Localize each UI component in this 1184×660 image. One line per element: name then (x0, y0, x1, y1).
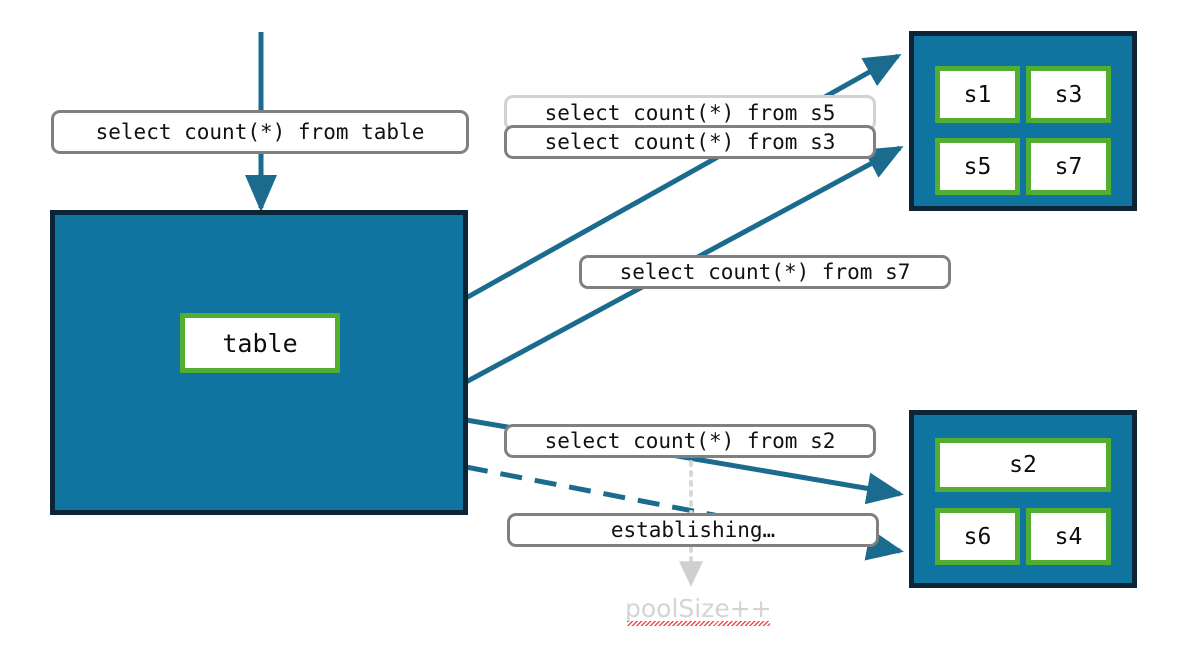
pool-top-cell-s5[interactable]: s5 (935, 138, 1020, 195)
query-pill-s3[interactable]: select count(*) from s3 (504, 125, 876, 159)
pool-bottom-cell-s6[interactable]: s6 (935, 508, 1020, 565)
pool-bottom-cell-s4[interactable]: s4 (1026, 508, 1111, 565)
poolsize-increment-text: poolSize++ (625, 594, 772, 623)
pool-top-cell-s7[interactable]: s7 (1026, 138, 1111, 195)
query-pill-table[interactable]: select count(*) from table (51, 110, 469, 154)
spellcheck-underline (627, 621, 770, 626)
status-pill-establishing[interactable]: establishing… (507, 513, 879, 547)
pool-top-cell-s1[interactable]: s1 (935, 66, 1020, 123)
pool-top-cell-s3[interactable]: s3 (1026, 66, 1111, 123)
table-cell[interactable]: table (180, 313, 340, 373)
query-pill-s2[interactable]: select count(*) from s2 (504, 424, 876, 458)
pool-bottom-cell-s2[interactable]: s2 (935, 438, 1111, 492)
query-pill-s7[interactable]: select count(*) from s7 (579, 255, 951, 289)
poolsize-increment-label: poolSize++ (625, 594, 772, 626)
